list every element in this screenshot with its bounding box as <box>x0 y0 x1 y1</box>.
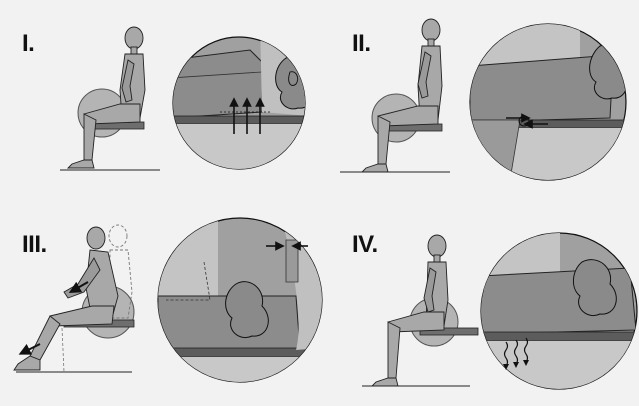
wavy-arrow-icon <box>503 337 529 367</box>
seat <box>419 327 479 336</box>
panel-label-2: II. <box>352 30 371 57</box>
seated-figure <box>370 234 449 387</box>
slumped-figure <box>13 226 119 371</box>
pressure-arrows <box>506 113 548 129</box>
arrow-left-icon <box>68 281 89 293</box>
panel-2 <box>340 18 627 181</box>
seated-figure <box>66 26 146 169</box>
pelvis-bone-icon <box>275 56 305 110</box>
pelvis-bone-icon <box>573 259 617 316</box>
panel-4 <box>362 232 638 390</box>
pelvis-bone-icon <box>225 281 269 338</box>
panel-1 <box>60 26 306 171</box>
pressure-arrows <box>229 97 265 134</box>
arrow-left-icon <box>18 343 41 355</box>
seated-figure <box>360 18 443 173</box>
panel-label-4: IV. <box>352 231 378 258</box>
panel-3 <box>13 217 323 383</box>
panel-label-1: I. <box>22 30 35 57</box>
pelvis-bone-icon <box>589 44 626 100</box>
panel-label-3: III. <box>22 231 47 258</box>
